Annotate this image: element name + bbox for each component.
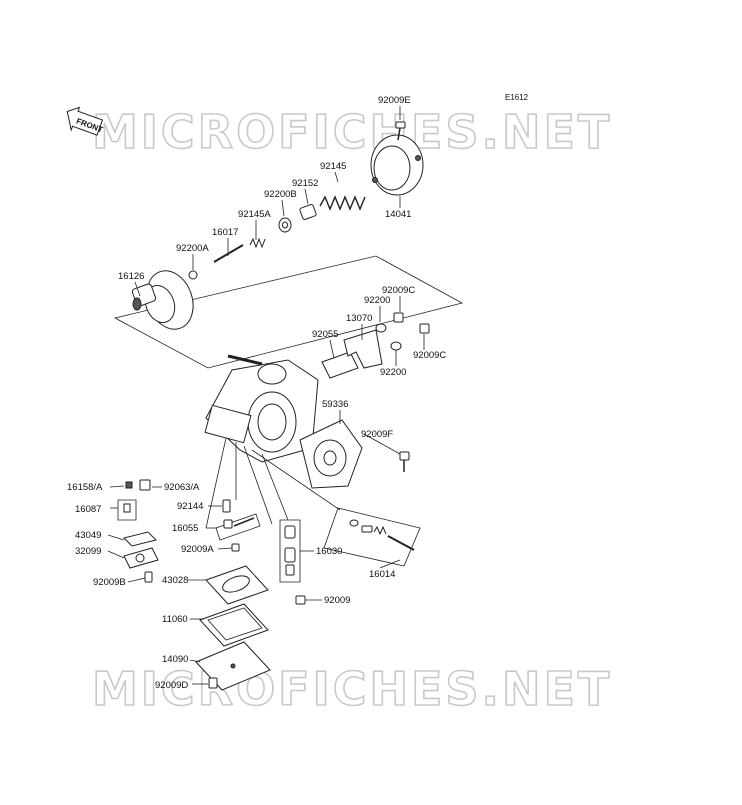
callout-92055: 92055 <box>312 329 338 340</box>
part-92200A-icon <box>188 270 198 280</box>
part-92009C-right-icon <box>419 323 430 334</box>
callout-13070: 13070 <box>346 313 372 324</box>
callout-92144: 92144 <box>177 501 203 512</box>
callout-92200B: 92200B <box>264 189 297 200</box>
part-92009A-icon <box>231 543 240 552</box>
callout-92200-upper: 92200 <box>364 295 390 306</box>
part-43028-icon <box>205 565 269 605</box>
callout-16158A: 16158/A <box>67 482 103 493</box>
part-92145-icon <box>319 195 366 211</box>
callout-14041: 14041 <box>385 209 411 220</box>
part-32099-icon <box>123 547 159 569</box>
part-92200-upper-icon <box>375 323 387 333</box>
carburetor-body-icon <box>204 354 319 463</box>
callout-leaders <box>107 106 425 685</box>
part-16055-icon <box>215 513 261 541</box>
callout-92009B: 92009B <box>93 577 126 588</box>
part-92009E-icon <box>395 121 406 141</box>
part-14041-icon <box>370 134 424 196</box>
watermark-bottom: MICROFICHES.NET <box>92 662 612 716</box>
callout-11060: 11060 <box>162 614 188 625</box>
callout-92200A: 92200A <box>176 243 209 254</box>
body-leader-lines <box>205 437 341 529</box>
part-92009C-upper-icon <box>393 312 404 323</box>
callout-92009D: 92009D <box>155 680 188 691</box>
part-16087-icon <box>117 499 137 521</box>
upper-frame-lines <box>113 255 464 369</box>
part-16017-icon <box>213 244 244 263</box>
callout-92009E: 92009E <box>378 95 411 106</box>
part-16030-group <box>279 519 301 583</box>
part-92152-icon <box>299 204 317 220</box>
callout-16126: 16126 <box>118 271 144 282</box>
callout-16055: 16055 <box>172 523 198 534</box>
front-arrow-icon: FRONT <box>66 106 104 136</box>
callout-92009A: 92009A <box>181 544 214 555</box>
part-92009B-icon <box>144 571 153 583</box>
callout-32099: 32099 <box>75 546 101 557</box>
part-92055-icon <box>321 351 359 379</box>
callout-92200-lower: 92200 <box>380 367 406 378</box>
callout-92145A: 92145A <box>238 209 271 220</box>
part-92063A-icon <box>139 479 151 491</box>
part-16126-icon <box>131 270 194 330</box>
part-16014-group <box>323 507 421 567</box>
callout-labels: 92009E 92145 92152 92200B 92145A 16017 9… <box>67 95 446 691</box>
part-92144-icon <box>222 499 231 513</box>
callout-92009F: 92009F <box>361 429 393 440</box>
part-43049-icon <box>123 531 157 547</box>
callout-92145: 92145 <box>320 161 346 172</box>
callout-16014: 16014 <box>369 569 395 580</box>
callout-16087: 16087 <box>75 504 101 515</box>
part-92145A-icon <box>249 237 266 249</box>
watermark-top: MICROFICHES.NET <box>92 105 612 159</box>
part-92200-lower-icon <box>390 341 402 351</box>
part-13070-icon <box>343 329 383 369</box>
part-11060-icon <box>199 603 269 647</box>
part-92200B-icon <box>278 217 292 233</box>
callout-14090: 14090 <box>162 654 188 665</box>
diagram-code: E1612 <box>505 93 529 102</box>
callout-16017: 16017 <box>212 227 238 238</box>
callout-92063A: 92063/A <box>164 482 200 493</box>
part-92009F-icon <box>399 451 410 472</box>
callout-92152: 92152 <box>292 178 318 189</box>
callout-92009C-upper: 92009C <box>382 285 415 296</box>
callout-43049: 43049 <box>75 530 101 541</box>
callout-92009C-right: 92009C <box>413 350 446 361</box>
part-16158A-icon <box>125 481 133 489</box>
callout-92009: 92009 <box>324 595 350 606</box>
callout-59336: 59336 <box>322 399 348 410</box>
callout-16030: 16030 <box>316 546 342 557</box>
callout-43028: 43028 <box>162 575 188 586</box>
part-92009D-icon <box>208 677 218 689</box>
part-92009-icon <box>295 595 306 605</box>
part-59336-icon <box>299 419 363 489</box>
